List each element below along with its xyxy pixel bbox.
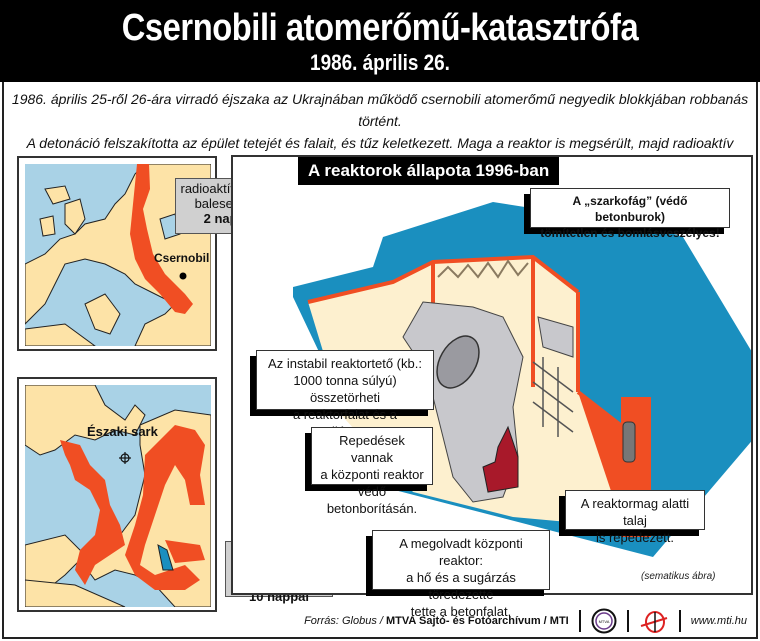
map-hemisphere-10-days: Északi sark [17, 377, 217, 612]
europe-map-graphic [25, 164, 211, 346]
north-pole-icon [119, 452, 131, 464]
divider [626, 610, 629, 632]
schematic-note: (sematikus ábra) [641, 571, 716, 582]
content-frame [2, 82, 758, 639]
website-link[interactable]: www.mti.hu [690, 615, 747, 627]
city-label-chernobyl: Csernobil [154, 251, 210, 265]
header-banner: Csernobili atomerőmű-katasztrófa 1986. á… [0, 0, 760, 82]
pole-label: Északi sark [87, 424, 158, 439]
divider [578, 610, 581, 632]
callout-sarcophagus: A „szarkofág” (védő betonburok) tömítetl… [530, 188, 730, 240]
callout-ground-cracked: A reaktormag alatti talaj is repedezett. [565, 490, 705, 545]
divider [678, 610, 681, 632]
intro-line-1: 1986. április 25-ről 26-ára virradó éjsz… [11, 91, 749, 129]
svg-text:MTVA: MTVA [598, 619, 609, 624]
map-europe-2-days: Csernobil [17, 156, 217, 351]
mti-logo-icon [640, 611, 668, 633]
reactor-diagram-panel [231, 155, 753, 595]
callout-unstable-roof: Az instabil reaktortető (kb.: 1000 tonna… [256, 350, 434, 439]
reactor-section-title: A reaktorok állapota 1996-ban [298, 157, 560, 185]
chernobyl-marker [179, 272, 187, 280]
source-credit: Forrás: Globus / MTVA Sajtó- és Fotóarch… [304, 615, 569, 627]
callout-molten-core: A megolvadt központi reaktor: a hő és a … [372, 530, 550, 619]
hemisphere-map-graphic [25, 385, 211, 607]
footer-credits: Forrás: Globus / MTVA Sajtó- és Fotóarch… [300, 606, 755, 636]
mtva-logo-icon: MTVA [591, 608, 617, 634]
callout-cracks: Repedések vannak a központi reaktor védő… [311, 427, 433, 516]
page-subtitle-date: 1986. április 26. [310, 50, 450, 75]
reactor-cutaway-graphic [293, 202, 751, 557]
page-title: Csernobili atomerőmű-katasztrófa [121, 7, 639, 49]
